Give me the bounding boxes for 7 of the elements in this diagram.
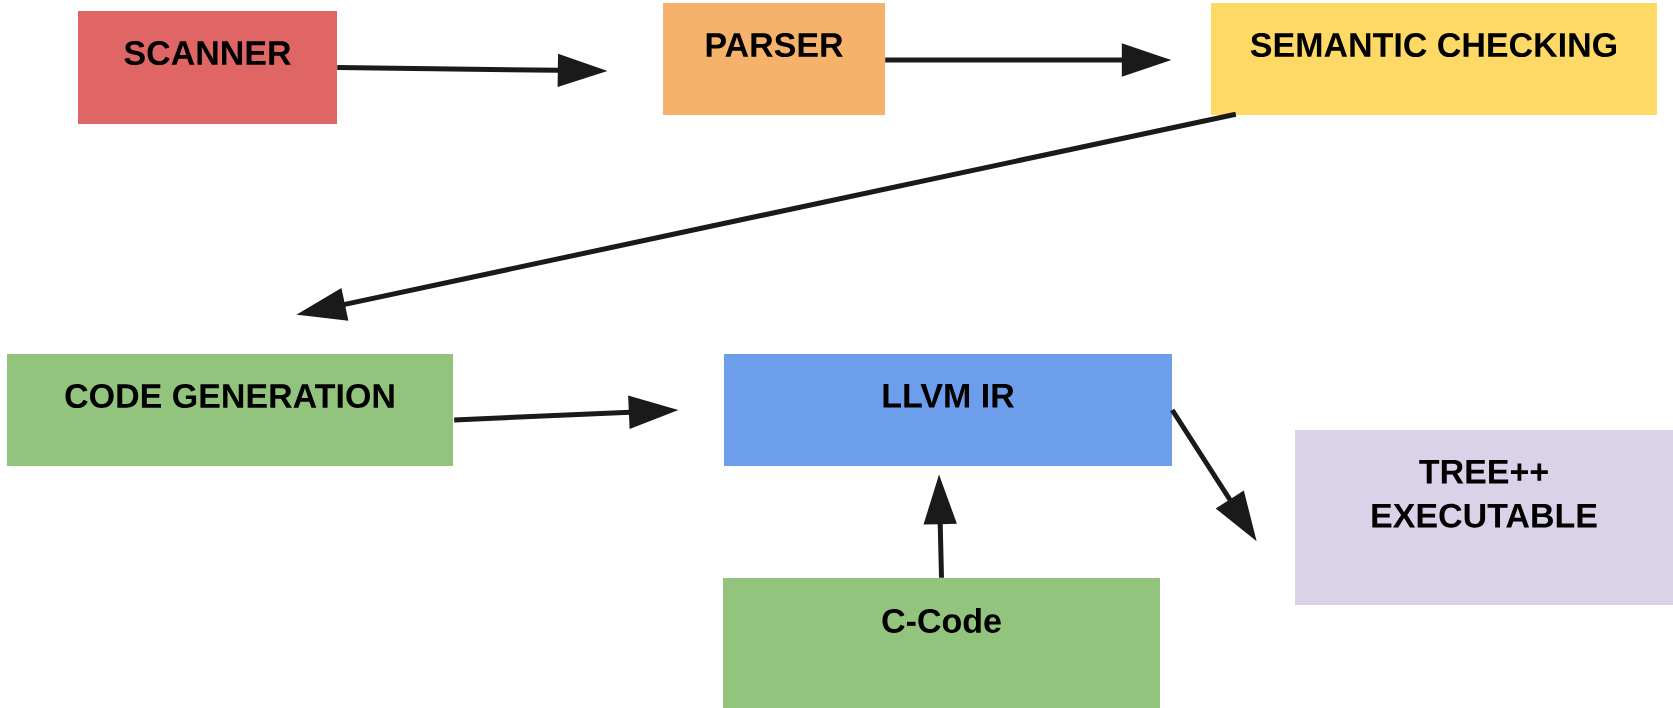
process-box: PARSER	[663, 3, 885, 115]
process-box: LLVM IR	[724, 354, 1172, 466]
process-box: CODE GENERATION	[7, 354, 453, 466]
process-box: SEMANTIC CHECKING	[1211, 3, 1657, 115]
process-box: TREE++ EXECUTABLE	[1295, 430, 1673, 605]
process-box: SCANNER	[78, 11, 337, 124]
process-box: C-Code	[723, 578, 1160, 708]
